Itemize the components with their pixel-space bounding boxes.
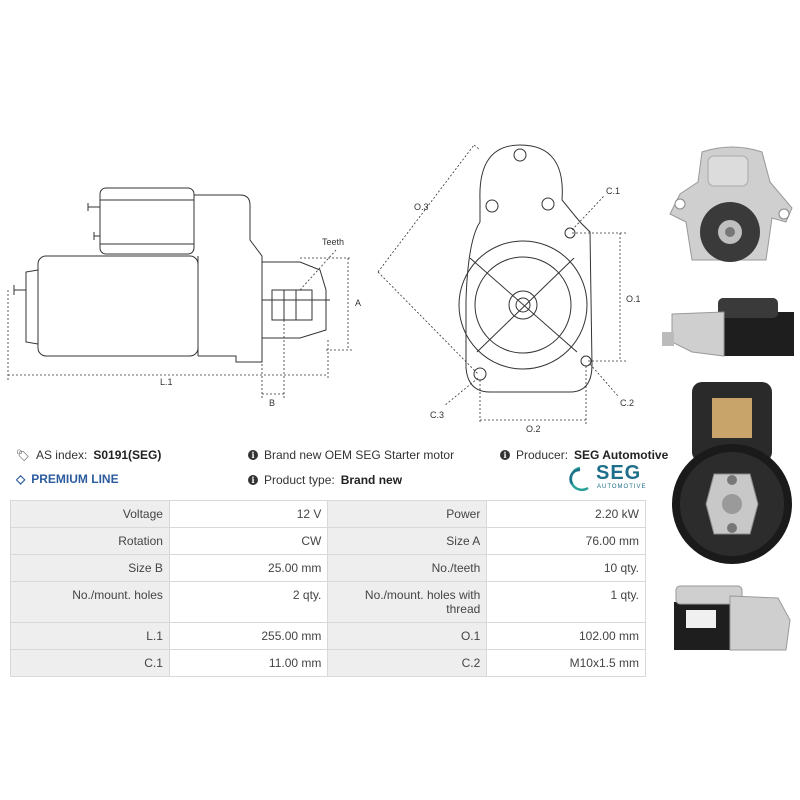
spec-value: 12 V (168, 500, 329, 528)
spec-label: Voltage (10, 500, 170, 528)
spec-label: Power (327, 500, 488, 528)
pinion (262, 261, 327, 339)
label-c2: C.2 (620, 398, 634, 408)
info-icon: i (500, 450, 510, 460)
spec-label: Rotation (10, 527, 170, 555)
diamond-icon: ◇ (16, 472, 26, 486)
premium-line: ◇ PREMIUM LINE (16, 472, 119, 486)
label-a: A (355, 298, 361, 308)
producer: i Producer: SEG Automotive (500, 448, 668, 462)
label-l1: L.1 (160, 377, 173, 387)
spec-label: Size A (327, 527, 488, 555)
spec-value: 76.00 mm (486, 527, 646, 555)
spec-value: 2.20 kW (486, 500, 646, 528)
tag-icon: 🏷 (16, 449, 30, 462)
spec-value: 102.00 mm (486, 622, 646, 650)
photo-rear (672, 382, 792, 564)
spec-value: 10 qty. (486, 554, 646, 582)
info-icon: i (248, 450, 258, 460)
producer-label: Producer: (516, 448, 569, 462)
info-icon: i (248, 475, 258, 485)
spec-label: No./mount. holes with thread (327, 581, 488, 623)
as-index: 🏷 AS index: S0191(SEG) (16, 448, 161, 462)
seg-logo-mark (569, 466, 589, 492)
label-o1: O.1 (626, 294, 641, 304)
motor-body (37, 255, 199, 357)
spec-value: M10x1.5 mm (486, 649, 646, 677)
photo-front (662, 142, 798, 278)
spec-value: 25.00 mm (168, 554, 329, 582)
spec-label: C.2 (327, 649, 488, 677)
description-text: Brand new OEM SEG Starter motor (264, 448, 455, 462)
spec-value: 1 qty. (486, 581, 646, 623)
seg-logo-subtext: AUTOMOTIVE (597, 484, 647, 490)
mounting-flange (465, 144, 593, 393)
spec-value: 255.00 mm (168, 622, 329, 650)
spec-value: CW (168, 527, 329, 555)
label-b: B (269, 398, 275, 408)
label-c3: C.3 (430, 410, 444, 420)
spec-label: L.1 (10, 622, 170, 650)
label-o2: O.2 (526, 424, 541, 434)
photo-side (662, 298, 794, 357)
product-type-label: Product type: (264, 473, 335, 487)
flange-outer (458, 240, 588, 370)
spec-label: O.1 (327, 622, 488, 650)
label-o3: O.3 (414, 202, 429, 212)
product-type: i Product type: Brand new (248, 473, 402, 487)
spec-label: No./mount. holes (10, 581, 170, 623)
photo-side-label (674, 585, 791, 651)
spec-label: Size B (10, 554, 170, 582)
producer-value: SEG Automotive (574, 448, 669, 462)
spec-label: C.1 (10, 649, 170, 677)
description: i Brand new OEM SEG Starter motor (248, 448, 454, 462)
seg-logo-text: SEG (596, 462, 642, 484)
product-type-value: Brand new (340, 473, 403, 487)
as-index-label: AS index: (35, 448, 88, 462)
spec-label: No./teeth (327, 554, 488, 582)
premium-line-text: PREMIUM LINE (31, 472, 119, 486)
technical-drawing: Teeth A L.1 B O.3 C.1 O.1 C.3 C.2 O.2 (7, 144, 641, 434)
spec-value: 11.00 mm (168, 649, 329, 677)
as-index-value: S0191(SEG) (93, 448, 162, 462)
drive-housing (194, 194, 263, 363)
spec-value: 2 qty. (168, 581, 329, 623)
label-teeth: Teeth (322, 237, 344, 247)
seg-logo: SEG AUTOMOTIVE (566, 462, 652, 494)
solenoid (99, 187, 195, 255)
label-c1: C.1 (606, 186, 620, 196)
